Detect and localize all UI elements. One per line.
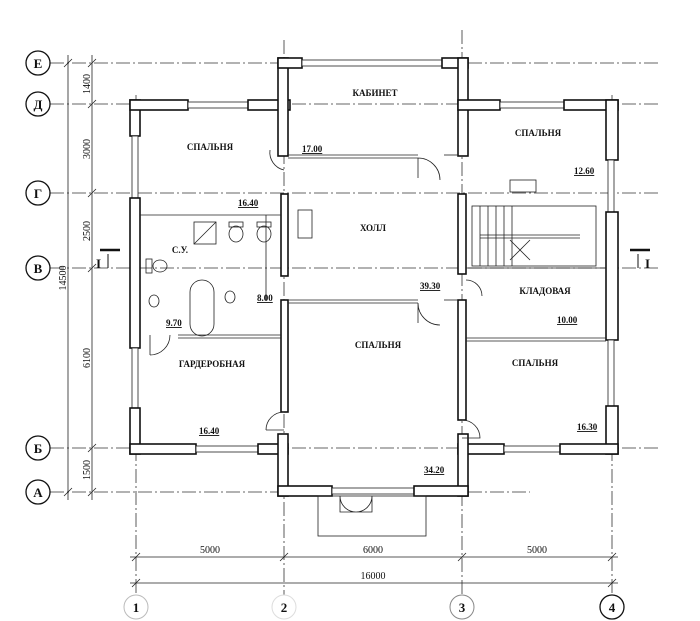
room-name-bedroom: СПАЛЬНЯ (355, 340, 402, 350)
axis-label: 4 (609, 600, 616, 615)
room-area: 8.00 (257, 293, 273, 303)
axis-marker-3: 3 (449, 594, 475, 620)
axis-marker-v: В (25, 255, 51, 281)
row-axis-markers: Е Д Г В Б А (25, 50, 51, 505)
section-mark-right: I (630, 248, 650, 271)
axis-marker-1: 1 (123, 594, 149, 620)
vertical-dimensions: 1400 3000 2500 14500 6100 1500 (58, 55, 97, 500)
room-area: 16.30 (577, 422, 598, 432)
room-name-bedroom: СПАЛЬНЯ (512, 358, 559, 368)
dimension-label: 6000 (363, 545, 383, 556)
dimension-label: 5000 (200, 545, 220, 556)
room-labels: КАБИНЕТ 17.00 СПАЛЬНЯ 16.40 СПАЛЬНЯ 12.6… (166, 88, 598, 475)
axis-marker-a: А (25, 479, 51, 505)
room-name-bedroom: СПАЛЬНЯ (515, 128, 562, 138)
horizontal-dimensions: 5000 6000 5000 16000 (130, 545, 618, 588)
axis-marker-2: 2 (271, 594, 297, 620)
axis-marker-g: Г (25, 180, 51, 206)
axis-label: А (33, 485, 43, 500)
dimension-label: 1400 (82, 74, 93, 94)
room-area: 9.70 (166, 318, 182, 328)
section-label: I (96, 256, 101, 271)
room-area: 34.20 (424, 465, 445, 475)
room-name-hall: ХОЛЛ (360, 223, 386, 233)
doors (149, 149, 483, 537)
axis-label: В (34, 261, 43, 276)
room-name-bedroom: СПАЛЬНЯ (187, 142, 234, 152)
staircase (471, 179, 597, 267)
bathroom-fixtures (145, 209, 313, 337)
dimension-label: 3000 (82, 139, 93, 159)
dimension-label: 6100 (82, 348, 93, 368)
room-name-bathroom: С.У. (172, 245, 188, 255)
axis-label: 3 (459, 600, 466, 615)
axis-label: Д (34, 97, 43, 112)
axis-label: Б (34, 441, 43, 456)
dimension-label: 16000 (361, 571, 386, 582)
room-name-cabinet: КАБИНЕТ (353, 88, 398, 98)
dimension-label: 2500 (82, 221, 93, 241)
exterior-walls (129, 57, 619, 497)
axis-marker-4: 4 (599, 594, 625, 620)
dimension-label: 5000 (527, 545, 547, 556)
axis-marker-d: Д (25, 91, 51, 117)
dimension-label: 1500 (82, 460, 93, 480)
interior-walls (140, 154, 606, 421)
section-mark-left: I (96, 248, 120, 271)
room-area: 39.30 (420, 281, 441, 291)
axis-label: Е (34, 56, 43, 71)
dimension-label: 14500 (58, 266, 69, 291)
column-axis-markers: 1 2 3 4 (123, 594, 625, 620)
axis-label: Г (34, 186, 42, 201)
room-area: 12.60 (574, 166, 595, 176)
axis-label: 2 (281, 600, 288, 615)
room-name-wardrobe: ГАРДЕРОБНАЯ (179, 359, 246, 369)
section-label: I (645, 256, 650, 271)
room-area: 10.00 (557, 315, 578, 325)
room-name-storage: КЛАДОВАЯ (519, 286, 571, 296)
axis-marker-b: Б (25, 435, 51, 461)
axis-label: 1 (133, 600, 140, 615)
room-area: 16.40 (199, 426, 220, 436)
room-area: 17.00 (302, 144, 323, 154)
room-area: 16.40 (238, 198, 259, 208)
axis-marker-e: Е (25, 50, 51, 76)
